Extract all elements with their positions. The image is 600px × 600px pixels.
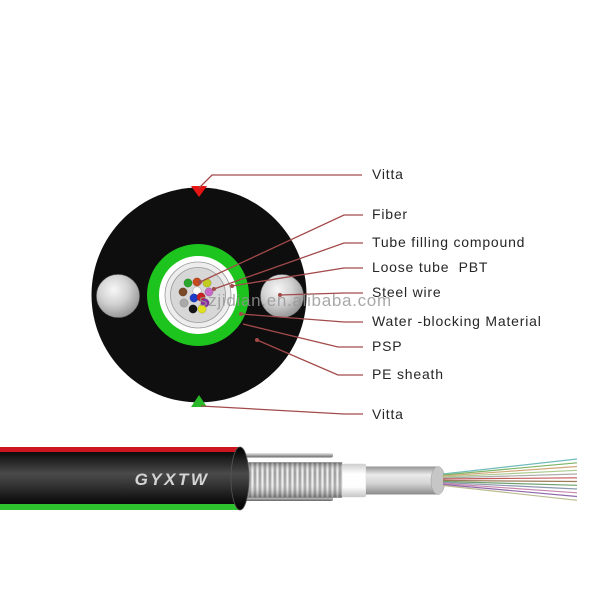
vitta-marker-bottom <box>191 395 207 407</box>
part-labels: Vitta Fiber Tube filling compound Loose … <box>372 166 542 422</box>
fan-fiber <box>442 483 578 498</box>
pe-sheath-3d <box>0 447 240 510</box>
leader-dot-pe-sheath <box>255 338 259 342</box>
leader-loose-tube <box>231 267 363 287</box>
fiber-dot-slate <box>179 298 189 308</box>
fan-fiber <box>442 481 578 490</box>
fan-fiber <box>442 477 578 480</box>
fan-fiber <box>442 465 578 477</box>
fiber-dot-green <box>183 278 193 288</box>
leader-dot-steel-wire <box>278 293 282 297</box>
fiber-dot-brown <box>178 287 188 297</box>
sheath-end-cap <box>230 446 250 511</box>
label-vitta-top: Vitta <box>372 166 404 182</box>
label-fiber: Fiber <box>372 206 408 222</box>
leader-dot-fiber <box>198 280 202 284</box>
leader-dots <box>198 280 282 342</box>
fan-fiber <box>442 473 578 479</box>
label-psp: PSP <box>372 338 402 354</box>
label-loose-tube-pbt: Loose tube PBT <box>372 259 488 275</box>
loose-tube-3d <box>366 466 438 495</box>
leader-vitta-bottom <box>200 405 363 415</box>
leader-psp <box>242 323 363 348</box>
label-water-blocking-material: Water -blocking Material <box>372 313 542 329</box>
red-stripe <box>0 447 238 452</box>
fan-fiber <box>442 479 578 483</box>
fiber-bundle <box>178 277 214 314</box>
leader-pe-sheath <box>256 339 363 376</box>
fiber-dot-red <box>196 292 206 302</box>
steel-wire-left <box>96 274 140 318</box>
leader-vitta-top <box>198 174 362 189</box>
fiber-dot-black <box>188 304 198 314</box>
label-steel-wire: Steel wire <box>372 284 441 300</box>
cable-3d-cutaway: GYXTW <box>0 446 578 511</box>
leader-water-blocking <box>240 313 363 323</box>
cable-print-text: GYXTW <box>135 470 210 489</box>
fiber-fan <box>442 458 578 501</box>
corrugated-armor-shading <box>243 462 342 498</box>
loose-tube-end-cap <box>430 466 446 495</box>
leader-lines <box>198 174 363 415</box>
fan-fiber <box>442 484 578 501</box>
leader-tube-filling <box>213 242 363 290</box>
fan-fiber <box>442 482 578 494</box>
leader-fiber <box>199 214 363 283</box>
green-stripe <box>0 504 238 510</box>
leader-steel-wire <box>279 292 363 296</box>
fan-fiber <box>442 458 578 475</box>
leader-dot-water-blocking <box>239 312 243 316</box>
label-tube-filling-compound: Tube filling compound <box>372 234 525 250</box>
label-vitta-bottom: Vitta <box>372 406 404 422</box>
leader-dot-loose-tube <box>230 284 234 288</box>
fan-fiber <box>442 469 578 478</box>
fan-fiber <box>442 480 578 486</box>
vitta-marker-top <box>191 186 207 197</box>
leader-dot-tube-filling <box>212 287 216 291</box>
cross-section-diagram: Vitta Fiber Tube filling compound Loose … <box>91 166 542 422</box>
label-pe-sheath: PE sheath <box>372 366 444 382</box>
inner-white-band <box>341 463 367 498</box>
cable-steel-wire-top <box>243 453 333 458</box>
fiber-dot-orchid <box>204 287 214 297</box>
watermark-text: szjidian.en.alibaba.com <box>199 291 392 310</box>
fan-fiber <box>442 462 578 476</box>
fiber-dot-yellow <box>197 304 207 314</box>
